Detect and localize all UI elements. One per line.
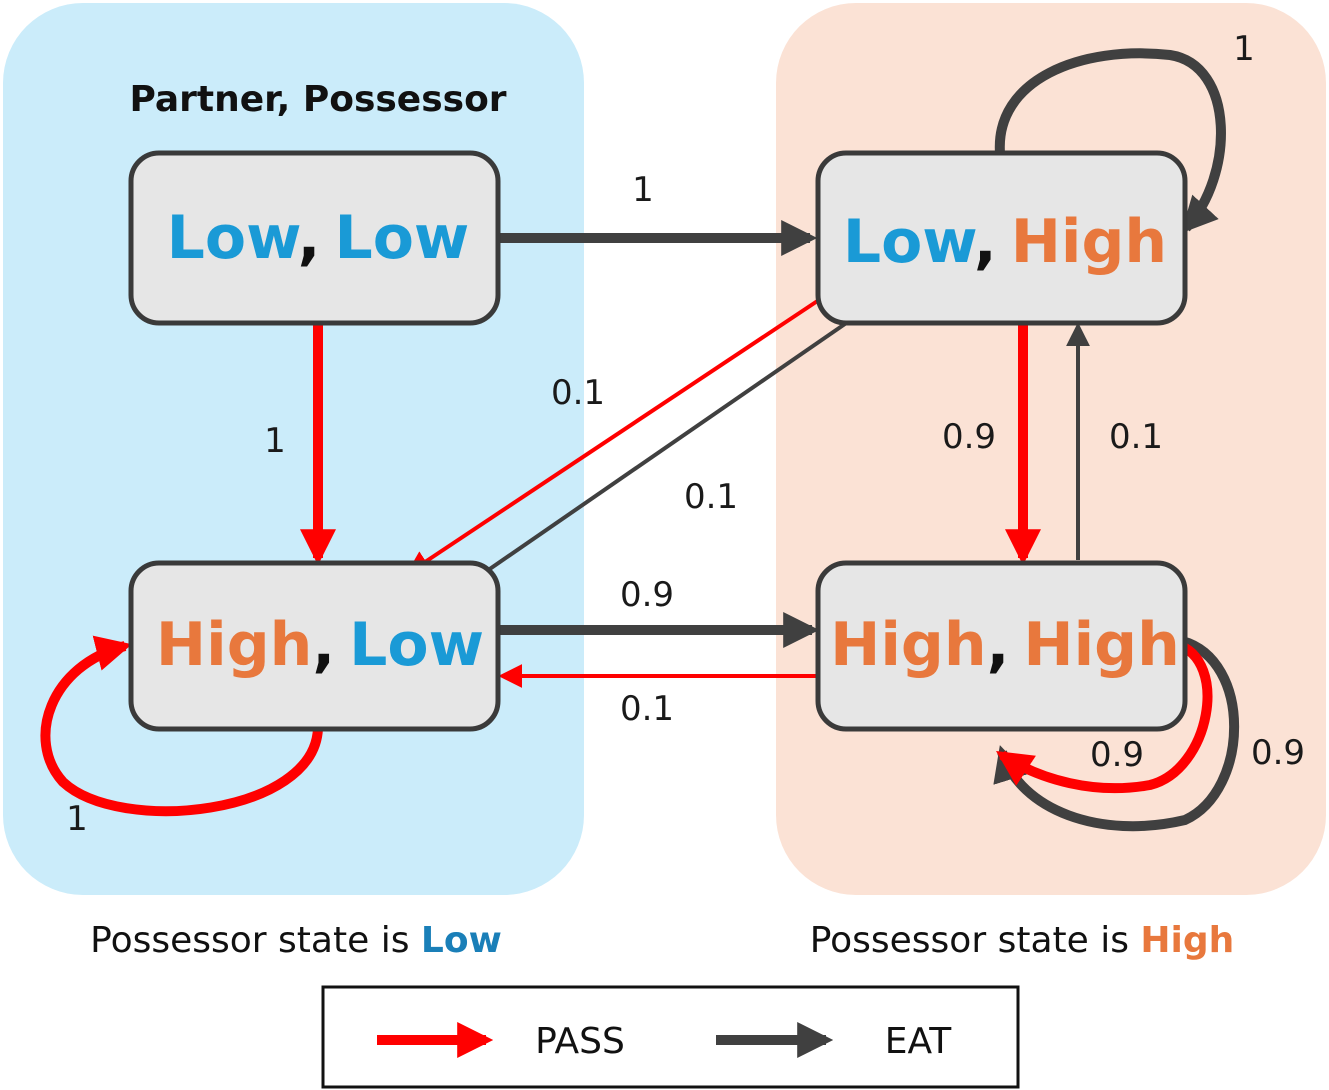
arrow-hl-to-lh xyxy=(453,294,888,595)
node-high-high: High,High xyxy=(815,560,1188,732)
prob-hh-self-eat: 0.9 xyxy=(1251,733,1305,773)
caption-high: Possessor state is High xyxy=(810,920,1235,961)
prob-lh-self: 1 xyxy=(1233,29,1255,69)
caption-high-value: High xyxy=(1140,920,1234,961)
svg-text:Low,Low: Low,Low xyxy=(167,203,470,273)
node-hh-possessor: High xyxy=(1023,610,1179,680)
loop-hl-self xyxy=(40,635,323,817)
low-panel xyxy=(3,3,584,895)
axis-header: Partner, Possessor xyxy=(129,79,506,120)
node-low-high: Low,High xyxy=(815,150,1188,326)
node-hl-sep: , xyxy=(312,610,335,680)
caption-low-value: Low xyxy=(421,920,502,961)
node-low-low: Low,Low xyxy=(128,150,501,326)
node-high-low: High,Low xyxy=(128,560,501,732)
loop-hh-pass xyxy=(995,639,1213,794)
svg-text:High,Low: High,Low xyxy=(156,610,484,680)
node-hl-possessor: Low xyxy=(349,610,484,680)
legend-eat-label: EAT xyxy=(885,1021,953,1062)
prob-hl-self: 1 xyxy=(66,799,88,839)
node-hh-sep: , xyxy=(987,610,1010,680)
high-panel xyxy=(776,3,1326,895)
svg-text:High,High: High,High xyxy=(830,610,1180,680)
prob-hh-to-lh: 0.1 xyxy=(1109,417,1163,457)
node-hl-partner: High xyxy=(156,610,312,680)
caption-high-prefix: Possessor state is xyxy=(810,920,1141,961)
caption-low-prefix: Possessor state is xyxy=(90,920,421,961)
prob-ll-to-hl: 1 xyxy=(264,421,286,461)
node-lh-possessor: High xyxy=(1011,207,1167,277)
node-ll-sep: , xyxy=(298,203,321,273)
prob-hl-to-hh: 0.9 xyxy=(620,575,674,615)
loop-lh-self xyxy=(994,48,1226,234)
node-lh-partner: Low xyxy=(843,207,976,277)
prob-hh-self-pass: 0.9 xyxy=(1090,735,1144,775)
node-hh-partner: High xyxy=(830,610,986,680)
node-lh-sep: , xyxy=(974,207,997,277)
legend: PASS EAT xyxy=(321,985,1020,1089)
legend-pass-label: PASS xyxy=(535,1021,625,1062)
loop-hh-eat xyxy=(993,636,1239,832)
prob-hh-to-hl: 0.1 xyxy=(620,689,674,729)
prob-hl-to-lh: 0.1 xyxy=(684,477,738,517)
node-ll-possessor: Low xyxy=(334,203,469,273)
caption-low: Possessor state is Low xyxy=(90,920,502,961)
prob-lh-to-hl: 0.1 xyxy=(551,373,605,413)
arrow-lh-to-hl xyxy=(406,274,857,575)
prob-lh-to-hh: 0.9 xyxy=(942,417,996,457)
prob-ll-to-lh: 1 xyxy=(632,170,654,210)
svg-text:Low,High: Low,High xyxy=(843,207,1167,277)
node-ll-partner: Low xyxy=(167,203,300,273)
